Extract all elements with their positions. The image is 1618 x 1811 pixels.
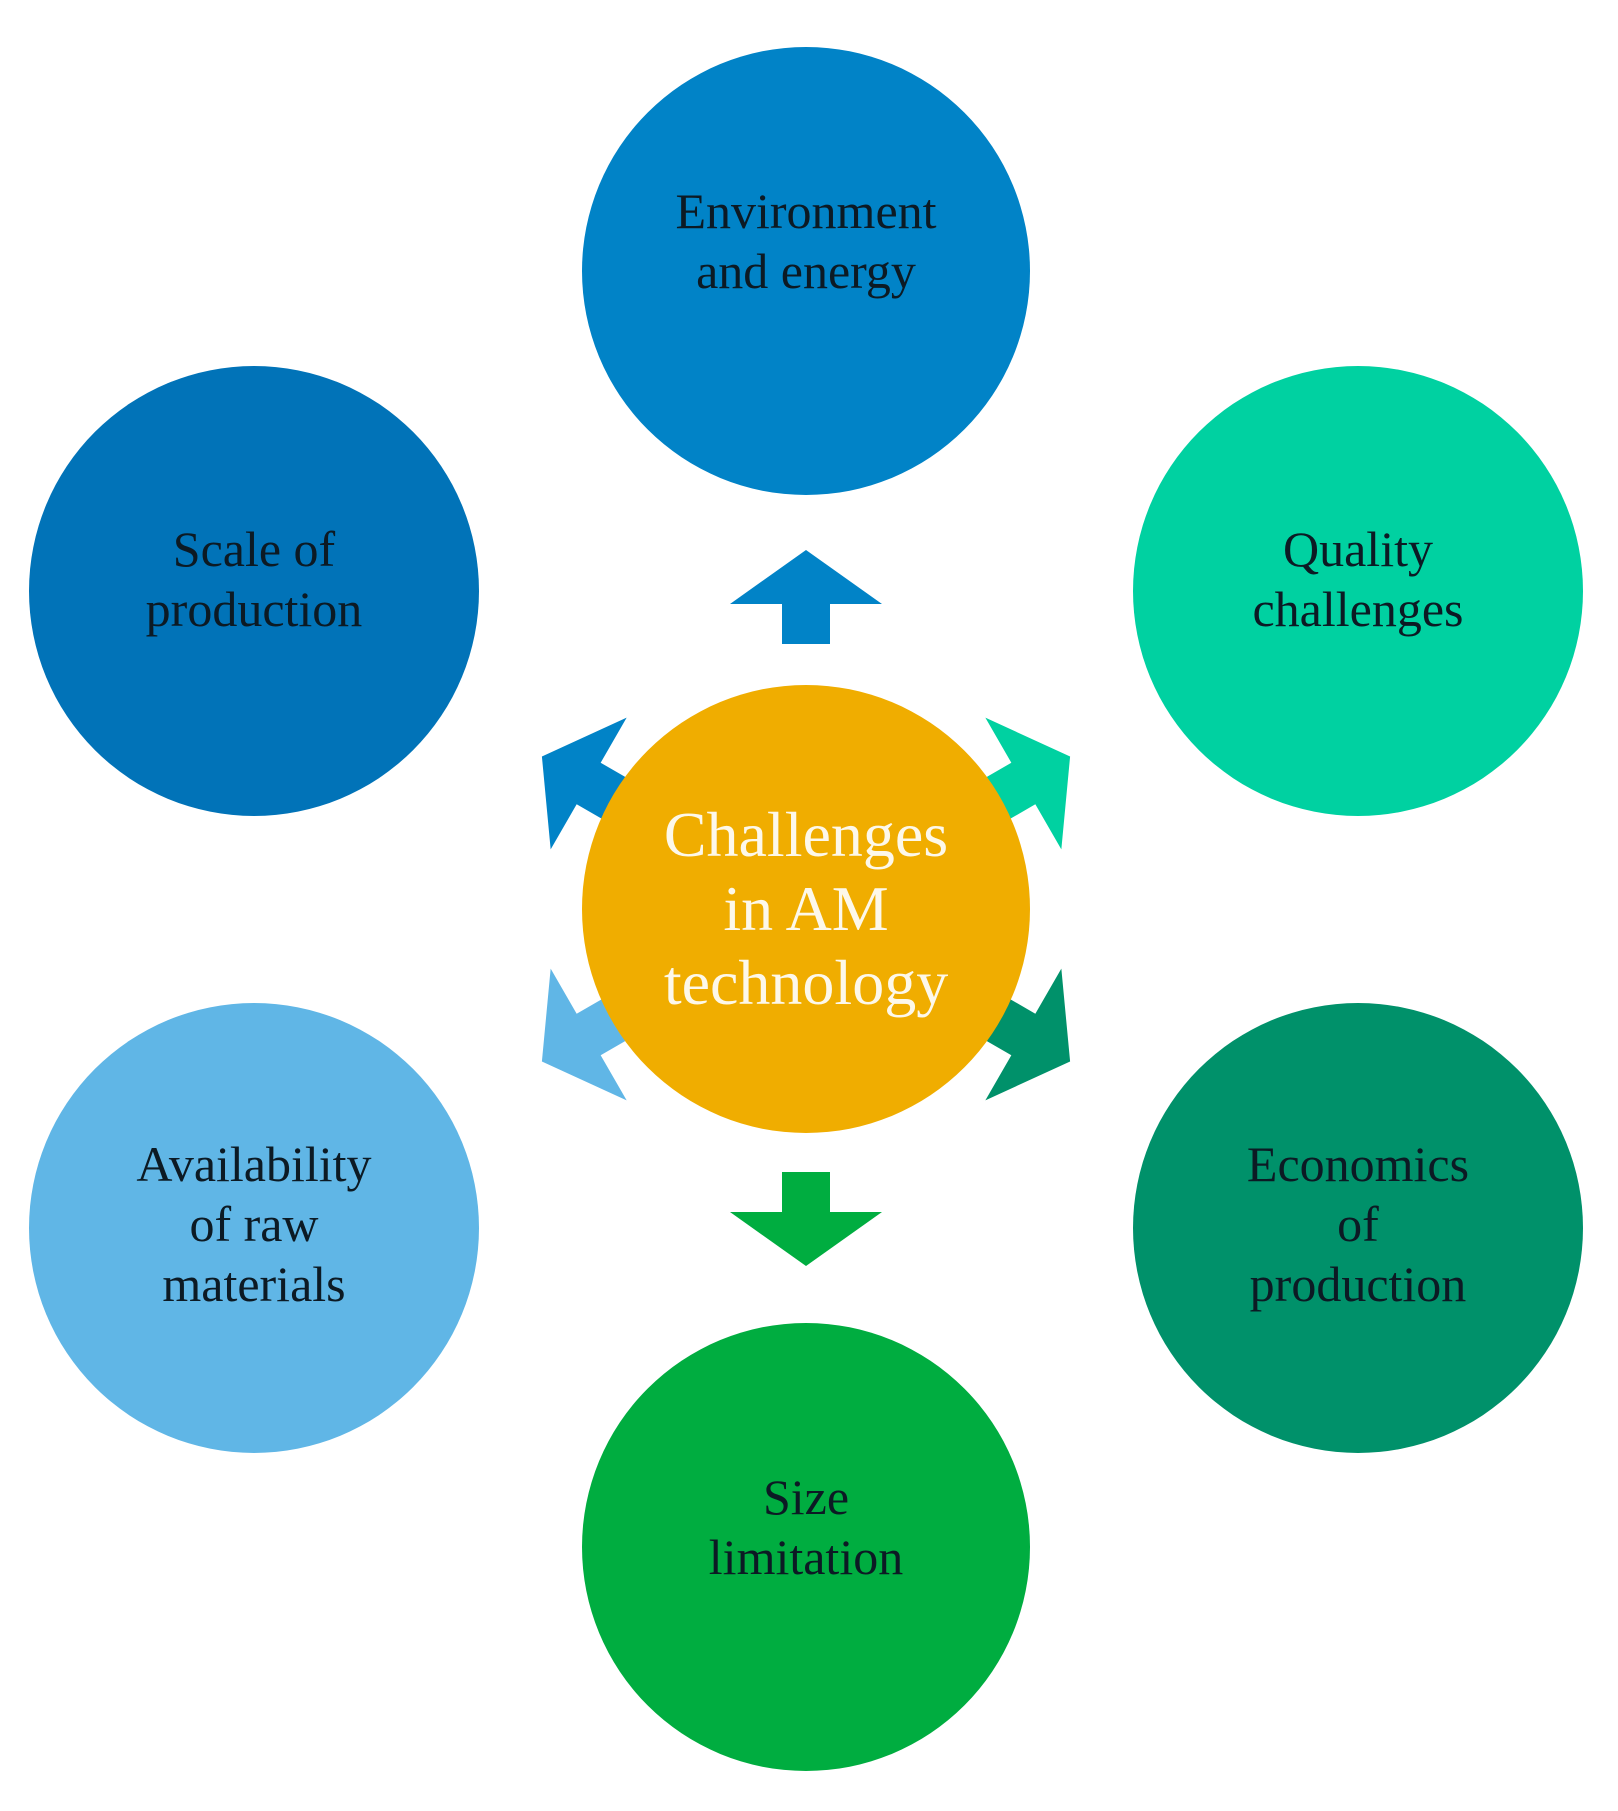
quality-challenges-node: Quality challenges xyxy=(1133,366,1583,816)
economics-production-label: Economics of production xyxy=(1246,1136,1470,1312)
raw-materials-label: Availability of raw materials xyxy=(136,1136,372,1312)
raw-materials-node: Availability of raw materials xyxy=(29,1003,479,1453)
environment-energy-label: Environment and energy xyxy=(675,183,937,299)
economics-production-node: Economics of production xyxy=(1133,1003,1583,1453)
arrow-to-bottom xyxy=(730,1172,882,1266)
center-node-label: Challenges in AM technology xyxy=(663,799,949,1018)
environment-energy-node: Environment and energy xyxy=(582,47,1030,495)
arrow-to-top xyxy=(730,550,882,644)
scale-production-node: Scale of production xyxy=(29,366,479,816)
size-limitation-node: Size limitation xyxy=(582,1323,1030,1771)
quality-challenges-label: Quality challenges xyxy=(1252,520,1464,637)
center-node: Challenges in AM technology xyxy=(582,685,1030,1133)
size-limitation-label: Size limitation xyxy=(708,1469,904,1585)
scale-production-label: Scale of production xyxy=(145,520,363,637)
